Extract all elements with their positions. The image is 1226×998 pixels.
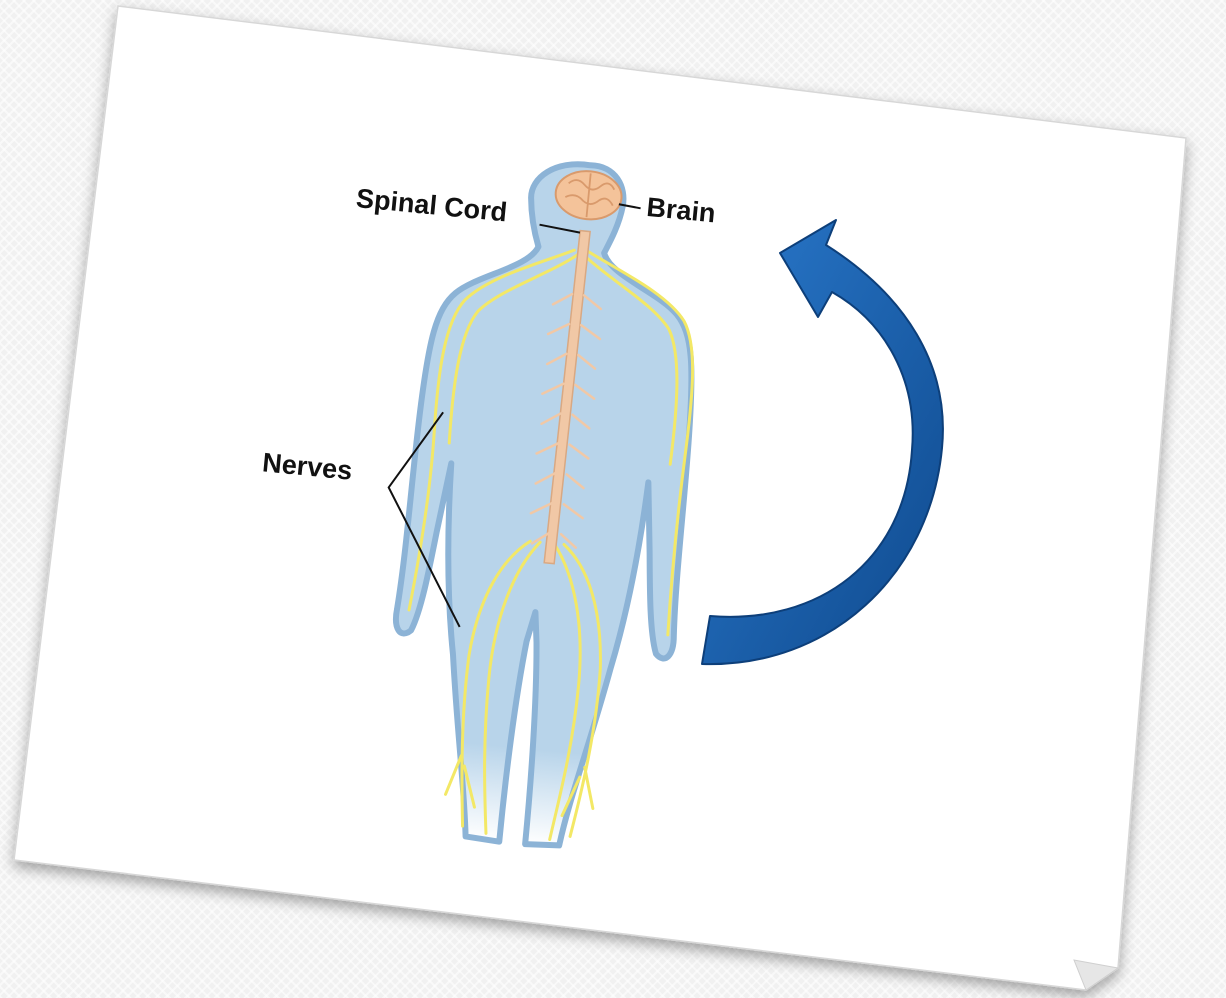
nervous-system-slide: Brain Spinal Cord Nerves	[0, 0, 1226, 998]
